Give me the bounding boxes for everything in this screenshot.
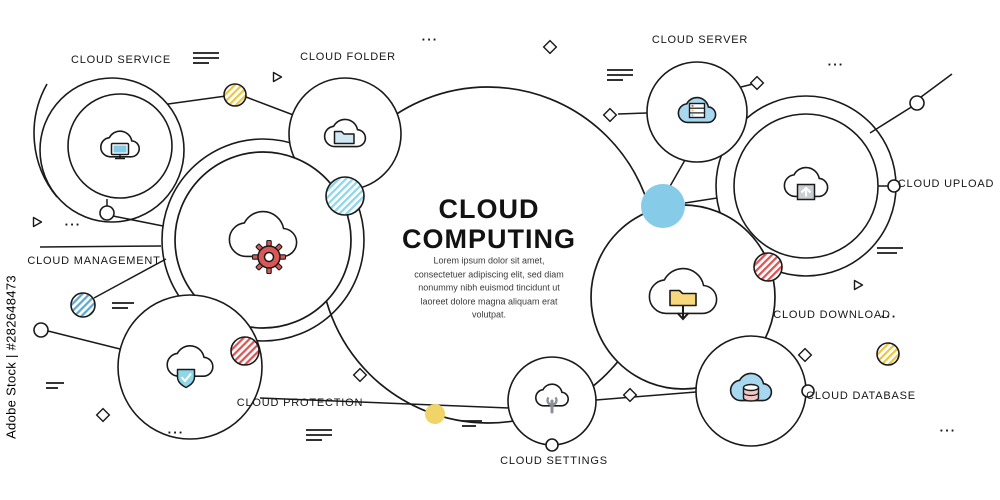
blue-hatched-circle <box>70 292 96 318</box>
stock-watermark: Adobe Stock | #282648473 <box>3 275 19 439</box>
title-line-1: CLOUD <box>438 194 540 224</box>
cloud-folder-icon <box>325 119 366 146</box>
cloud-database-icon <box>731 373 772 401</box>
cloud-gear-icon <box>229 212 296 275</box>
label-cloud-download: CLOUD DOWNLOAD <box>773 309 891 321</box>
triangle-decorations <box>32 71 864 291</box>
cloud-shield-icon <box>167 346 213 389</box>
title-line-2: COMPUTING <box>402 224 576 254</box>
ring-cloud-service <box>39 77 185 223</box>
page-title: CLOUD COMPUTING <box>402 194 576 254</box>
label-cloud-service: CLOUD SERVICE <box>70 54 172 66</box>
hatched-accent-circles <box>70 83 900 366</box>
yellow-hatched-circle <box>876 342 900 366</box>
label-cloud-database: CLOUD DATABASE <box>806 390 916 402</box>
arc-left-decoration <box>33 83 58 198</box>
teal-hatched-circle <box>325 176 365 216</box>
label-cloud-folder: CLOUD FOLDER <box>300 51 396 63</box>
menu-lines-decoration <box>46 52 903 441</box>
ellipsis-decoration: ... <box>167 421 185 437</box>
label-cloud-management: CLOUD MANAGEMENT <box>27 255 161 267</box>
cloud-server-icon <box>678 98 715 123</box>
ring-cloud-management <box>161 138 365 342</box>
description-text: Lorem ipsum dolor sit amet, consectetuer… <box>414 255 564 320</box>
blue-solid-circle <box>641 184 685 228</box>
label-cloud-protection: CLOUD PROTECTION <box>236 397 364 409</box>
connector-lines <box>39 73 953 409</box>
ellipsis-decoration: ... <box>827 53 845 69</box>
ellipsis-decoration: ... <box>880 305 898 321</box>
hollow-node-circles <box>33 95 925 452</box>
cloud-wrench-icon <box>536 384 568 414</box>
label-cloud-settings: CLOUD SETTINGS <box>500 455 608 467</box>
ellipsis-decoration: ... <box>421 28 439 44</box>
red-hatched-circle <box>753 252 783 282</box>
diamond-decorations <box>95 39 813 423</box>
yellow-hatched-circle <box>223 83 247 107</box>
cloud-monitor-icon <box>101 131 139 160</box>
yellow-solid-circle <box>425 404 445 424</box>
ellipsis-decoration: ... <box>64 213 82 229</box>
red-hatched-circle <box>230 336 260 366</box>
label-cloud-upload: CLOUD UPLOAD <box>897 178 995 190</box>
cloud-upload-icon <box>784 168 827 201</box>
cloud-download-icon <box>649 269 716 321</box>
ellipsis-decoration: ... <box>939 419 957 435</box>
label-cloud-server: CLOUD SERVER <box>651 34 749 46</box>
